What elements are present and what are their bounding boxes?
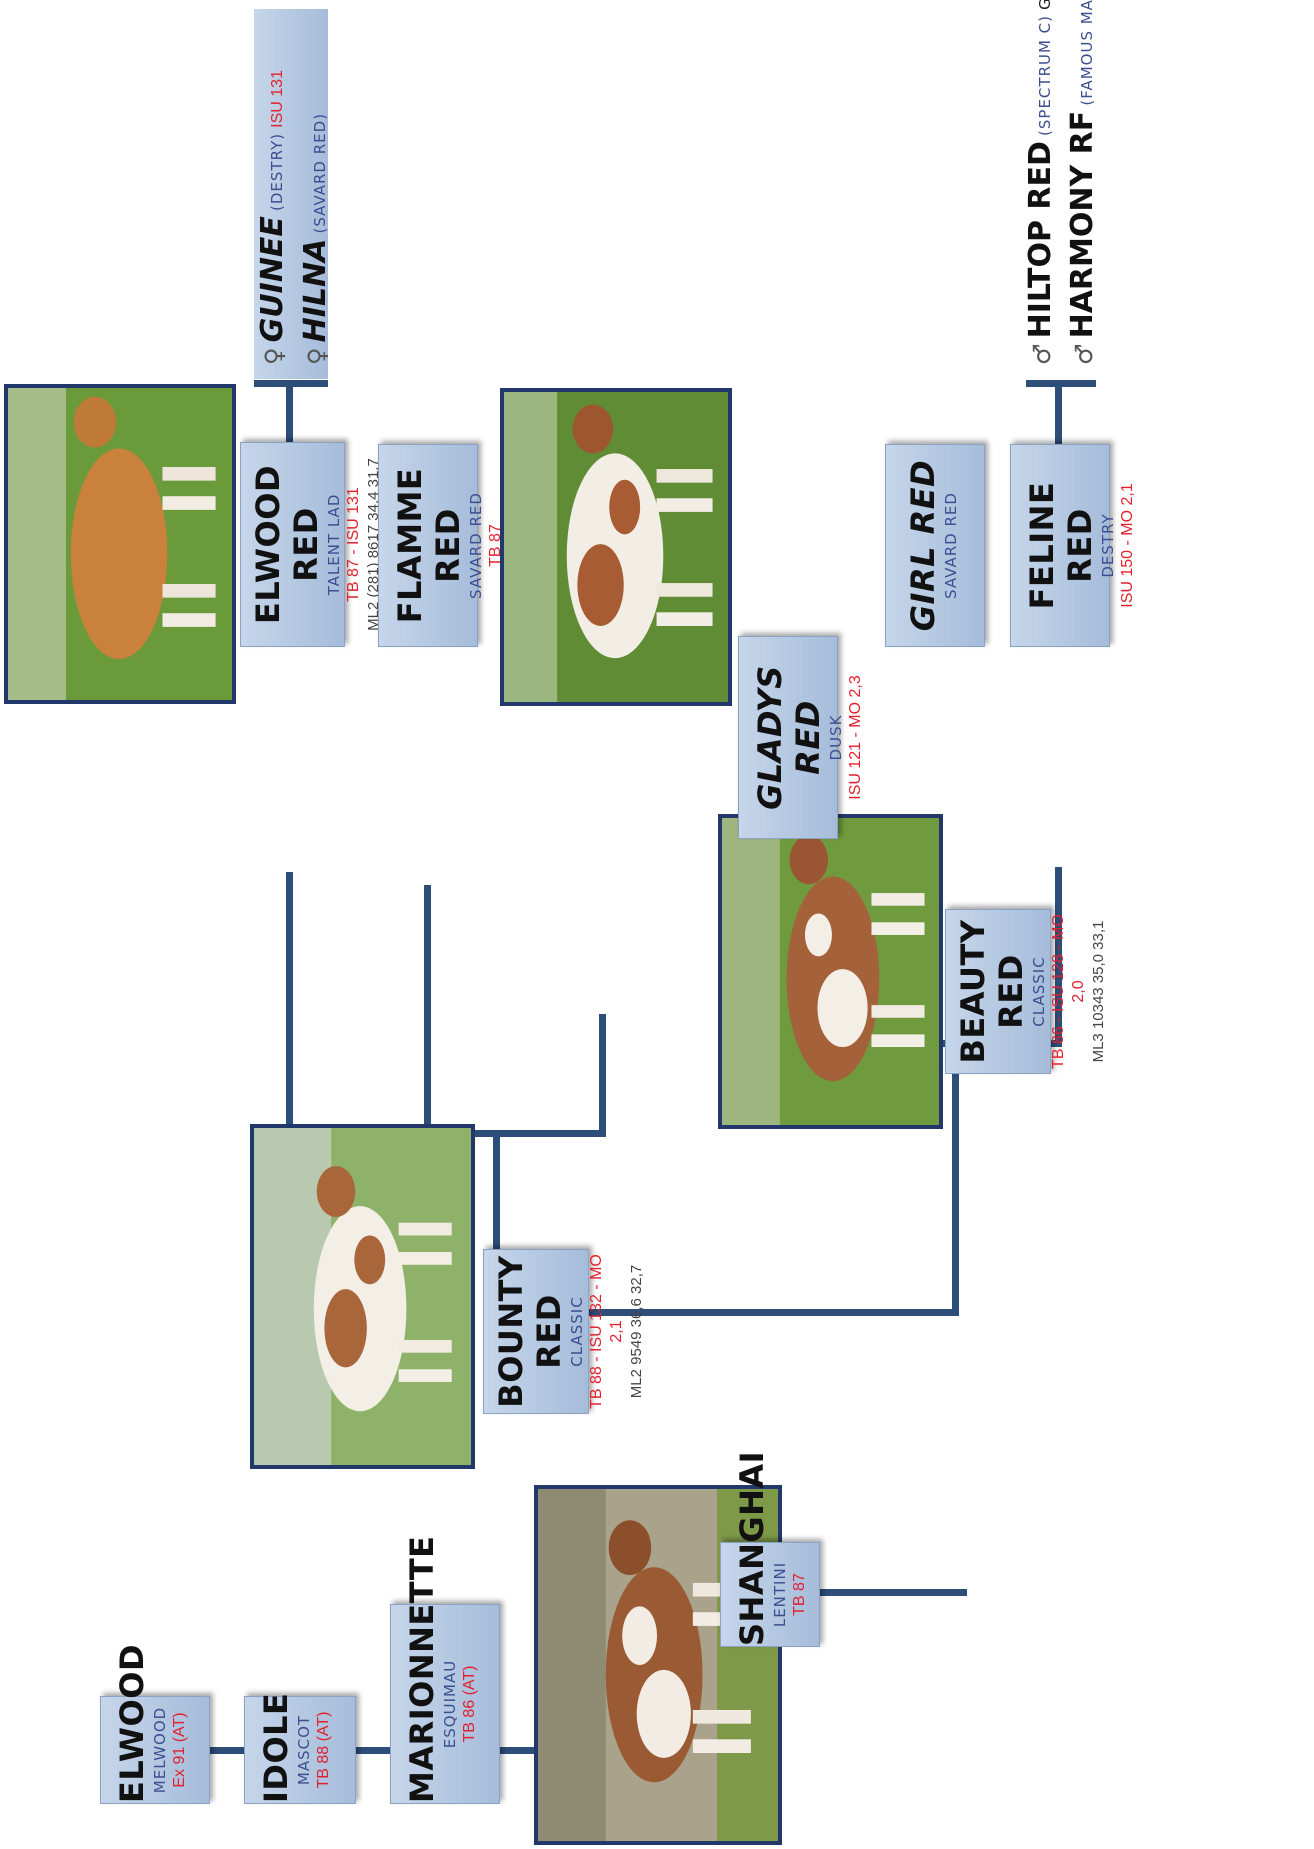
connector-ancestor-3 [500, 1747, 534, 1754]
score-text: TB 86 - ISU 128 - MO 2,0 [1050, 914, 1087, 1069]
connector-ancestor-2 [356, 1747, 390, 1754]
feline-red-box: FELINE RED DESTRY ISU 150 - MO 2,1 [1010, 444, 1136, 647]
sire-name: SAVARD RED [942, 492, 960, 599]
ancestor-idole-box: IDOLE MASCOT TB 88 (AT) [244, 1692, 356, 1804]
daughter-guinee: ♀ GUINEE (DESTRY) ISU 131 [254, 9, 297, 365]
son-harmony: ♂ HARMONY RF (FAMOUS MAN) GD [1064, 0, 1106, 365]
milk-record: ML3 10343 35,0 33,1 [1090, 920, 1107, 1063]
son-name: HILTOP RED [1023, 141, 1058, 339]
sire-name: LENTINI [771, 1561, 789, 1628]
sons-box: ♂ HILTOP RED (SPECTRUM C) GD ♂ HARMONY R… [1022, 0, 1100, 379]
daughter-score: ISU 131 [269, 70, 286, 128]
beauty-photo [718, 814, 943, 1129]
score-text: Ex 91 (AT) [171, 1712, 188, 1788]
sire-name: DUSK [827, 714, 845, 761]
son-sire: (FAMOUS MAN) [1078, 0, 1096, 106]
animal-name: MARIONNETTE [403, 1535, 441, 1803]
animal-name: IDOLE [257, 1692, 295, 1803]
animal-name: BOUNTY RED [492, 1255, 568, 1408]
connector-daughters-cap [254, 380, 328, 387]
score-text: TB 87 [791, 1573, 808, 1616]
connector-shanghai-stem [820, 1589, 967, 1596]
animal-name: GLADYS RED [751, 665, 827, 810]
beauty-red-box: BEAUTY RED CLASSIC TB 86 - ISU 128 - MO … [945, 909, 1107, 1074]
connector-flamme [424, 885, 431, 1137]
shanghai-photo [534, 1485, 782, 1845]
gladys-red-box: GLADYS RED DUSK ISU 121 - MO 2,3 [738, 636, 864, 839]
sire-name: MELWOOD [151, 1706, 169, 1794]
daughter-sire: (DESTRY) [268, 132, 286, 211]
score-text: ISU 121 - MO 2,3 [847, 675, 864, 800]
elwood-red-photo [4, 384, 236, 704]
animal-name: ELWOOD [113, 1643, 151, 1803]
cow-photo-image [538, 1489, 778, 1841]
sire-name: CLASSIC [568, 1296, 586, 1367]
sire-name: ESQUIMAU [441, 1659, 459, 1749]
daughter-hilna: ♀ HILNA (SAVARD RED) [297, 9, 339, 365]
connector-sons-cap [1026, 380, 1096, 387]
animal-name: FELINE RED [1023, 481, 1099, 610]
male-icon: ♂ [1070, 343, 1098, 365]
animal-name: SHANGHAI [733, 1450, 771, 1646]
connector-ancestor-1 [210, 1747, 244, 1754]
cow-photo-image [254, 1128, 471, 1465]
daughter-sire: (SAVARD RED) [311, 112, 329, 234]
male-icon: ♂ [1028, 343, 1056, 365]
score-text: ISU 150 - MO 2,1 [1119, 483, 1136, 608]
milk-record: ML2 9549 36,6 32,7 [628, 1264, 645, 1399]
female-icon: ♀ [303, 347, 331, 365]
sire-name: SAVARD RED [467, 492, 485, 599]
cow-photo-image [504, 392, 728, 702]
bounty-photo [250, 1124, 475, 1469]
score-text: TB 86 (AT) [461, 1665, 478, 1743]
cow-photo-image [722, 818, 939, 1125]
animal-name: ELWOOD RED [249, 464, 325, 625]
girl-red-box: GIRL RED SAVARD RED [885, 444, 985, 647]
son-hiltop: ♂ HILTOP RED (SPECTRUM C) GD [1022, 0, 1064, 365]
sire-name: MASCOT [295, 1714, 313, 1786]
score-text: TB 87 - ISU 131 [345, 487, 362, 602]
female-icon: ♀ [260, 347, 288, 365]
daughter-name: GUINEE [255, 216, 290, 343]
son-tag: GD [1036, 0, 1054, 10]
animal-name: FLAMME RED [391, 467, 467, 624]
animal-name: BEAUTY RED [954, 919, 1030, 1064]
elwood-red-box: ELWOOD RED TALENT LAD TB 87 - ISU 131 ML… [240, 442, 382, 647]
son-name: HARMONY RF [1065, 110, 1100, 339]
ancestor-elwood-box: ELWOOD MELWOOD Ex 91 (AT) [100, 1643, 210, 1804]
daughter-name: HILNA [298, 238, 333, 343]
sire-name: TALENT LAD [325, 493, 343, 596]
gladys-red-photo [500, 388, 732, 706]
score-text: TB 88 - ISU 132 - MO 2,1 [588, 1254, 625, 1409]
sire-name: DESTRY [1099, 513, 1117, 578]
connector-beauty-stem [952, 1046, 959, 1316]
son-sire: (SPECTRUM C) [1036, 14, 1054, 136]
ancestor-marionnette-box: MARIONNETTE ESQUIMAU TB 86 (AT) [390, 1535, 500, 1804]
bounty-red-box: BOUNTY RED CLASSIC TB 88 - ISU 132 - MO … [483, 1249, 645, 1414]
cow-photo-image [8, 388, 232, 700]
sire-name: CLASSIC [1030, 956, 1048, 1027]
animal-name: GIRL RED [904, 459, 942, 632]
shanghai-box: SHANGHAI LENTINI TB 87 [720, 1450, 820, 1647]
score-text: TB 88 (AT) [315, 1711, 332, 1789]
connector-gladys-photo [599, 1014, 606, 1137]
daughters-box: ♀ GUINEE (DESTRY) ISU 131 ♀ HILNA (SAVAR… [254, 9, 333, 379]
flamme-red-box: FLAMME RED SAVARD RED TB 87 [378, 444, 504, 647]
connector-elwoodred [286, 872, 293, 1137]
